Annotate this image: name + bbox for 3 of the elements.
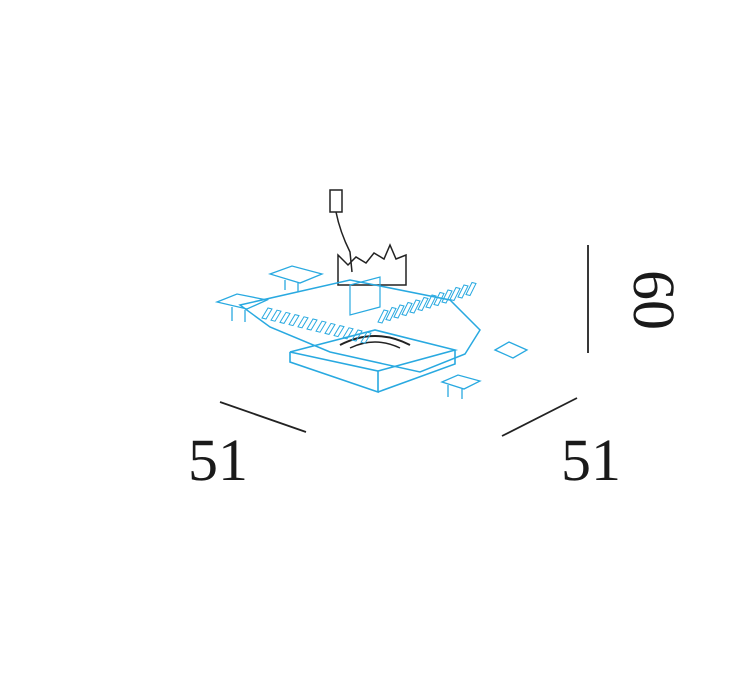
dimension-label: 51 [561,427,621,493]
dimension-label: 60 [624,270,684,330]
dimension-label: 51 [188,427,248,493]
